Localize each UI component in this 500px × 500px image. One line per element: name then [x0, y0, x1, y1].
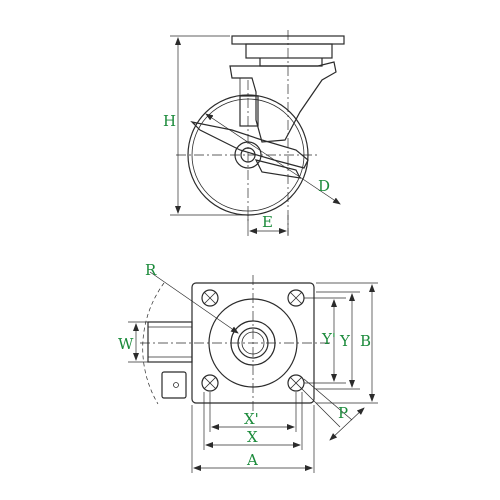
- side-view: H D E: [163, 30, 345, 236]
- wheel-top: [147, 321, 193, 363]
- label-b: B: [360, 332, 371, 350]
- top-view: R W Y' Y B X' X A: [118, 261, 378, 473]
- brake-pedal: [161, 371, 187, 399]
- label-e: E: [262, 213, 273, 231]
- brake-housing: [239, 95, 259, 127]
- fork: [229, 61, 337, 143]
- label-x: X: [247, 428, 258, 446]
- label-h: H: [163, 112, 176, 130]
- r-dimension-line: [149, 271, 239, 334]
- label-y-prime: Y': [321, 330, 336, 348]
- label-d: D: [318, 177, 330, 195]
- label-r: R: [145, 261, 157, 279]
- label-a: A: [246, 451, 258, 469]
- label-y: Y: [339, 332, 351, 350]
- bolt-hole-tr: [287, 289, 305, 307]
- label-w: W: [118, 335, 134, 353]
- p-dimension-line: [329, 407, 365, 441]
- plate-hub: [245, 43, 333, 59]
- brake-pedal-pin: [173, 382, 179, 388]
- swivel-bearing: [259, 58, 323, 67]
- label-p: P: [338, 404, 348, 422]
- bolt-hole-bl: [201, 374, 219, 392]
- bolt-hole-tl: [201, 289, 219, 307]
- swivel-radius-arc: [142, 282, 165, 405]
- d-dimension-line: [205, 113, 341, 205]
- label-x-prime: X': [244, 410, 259, 428]
